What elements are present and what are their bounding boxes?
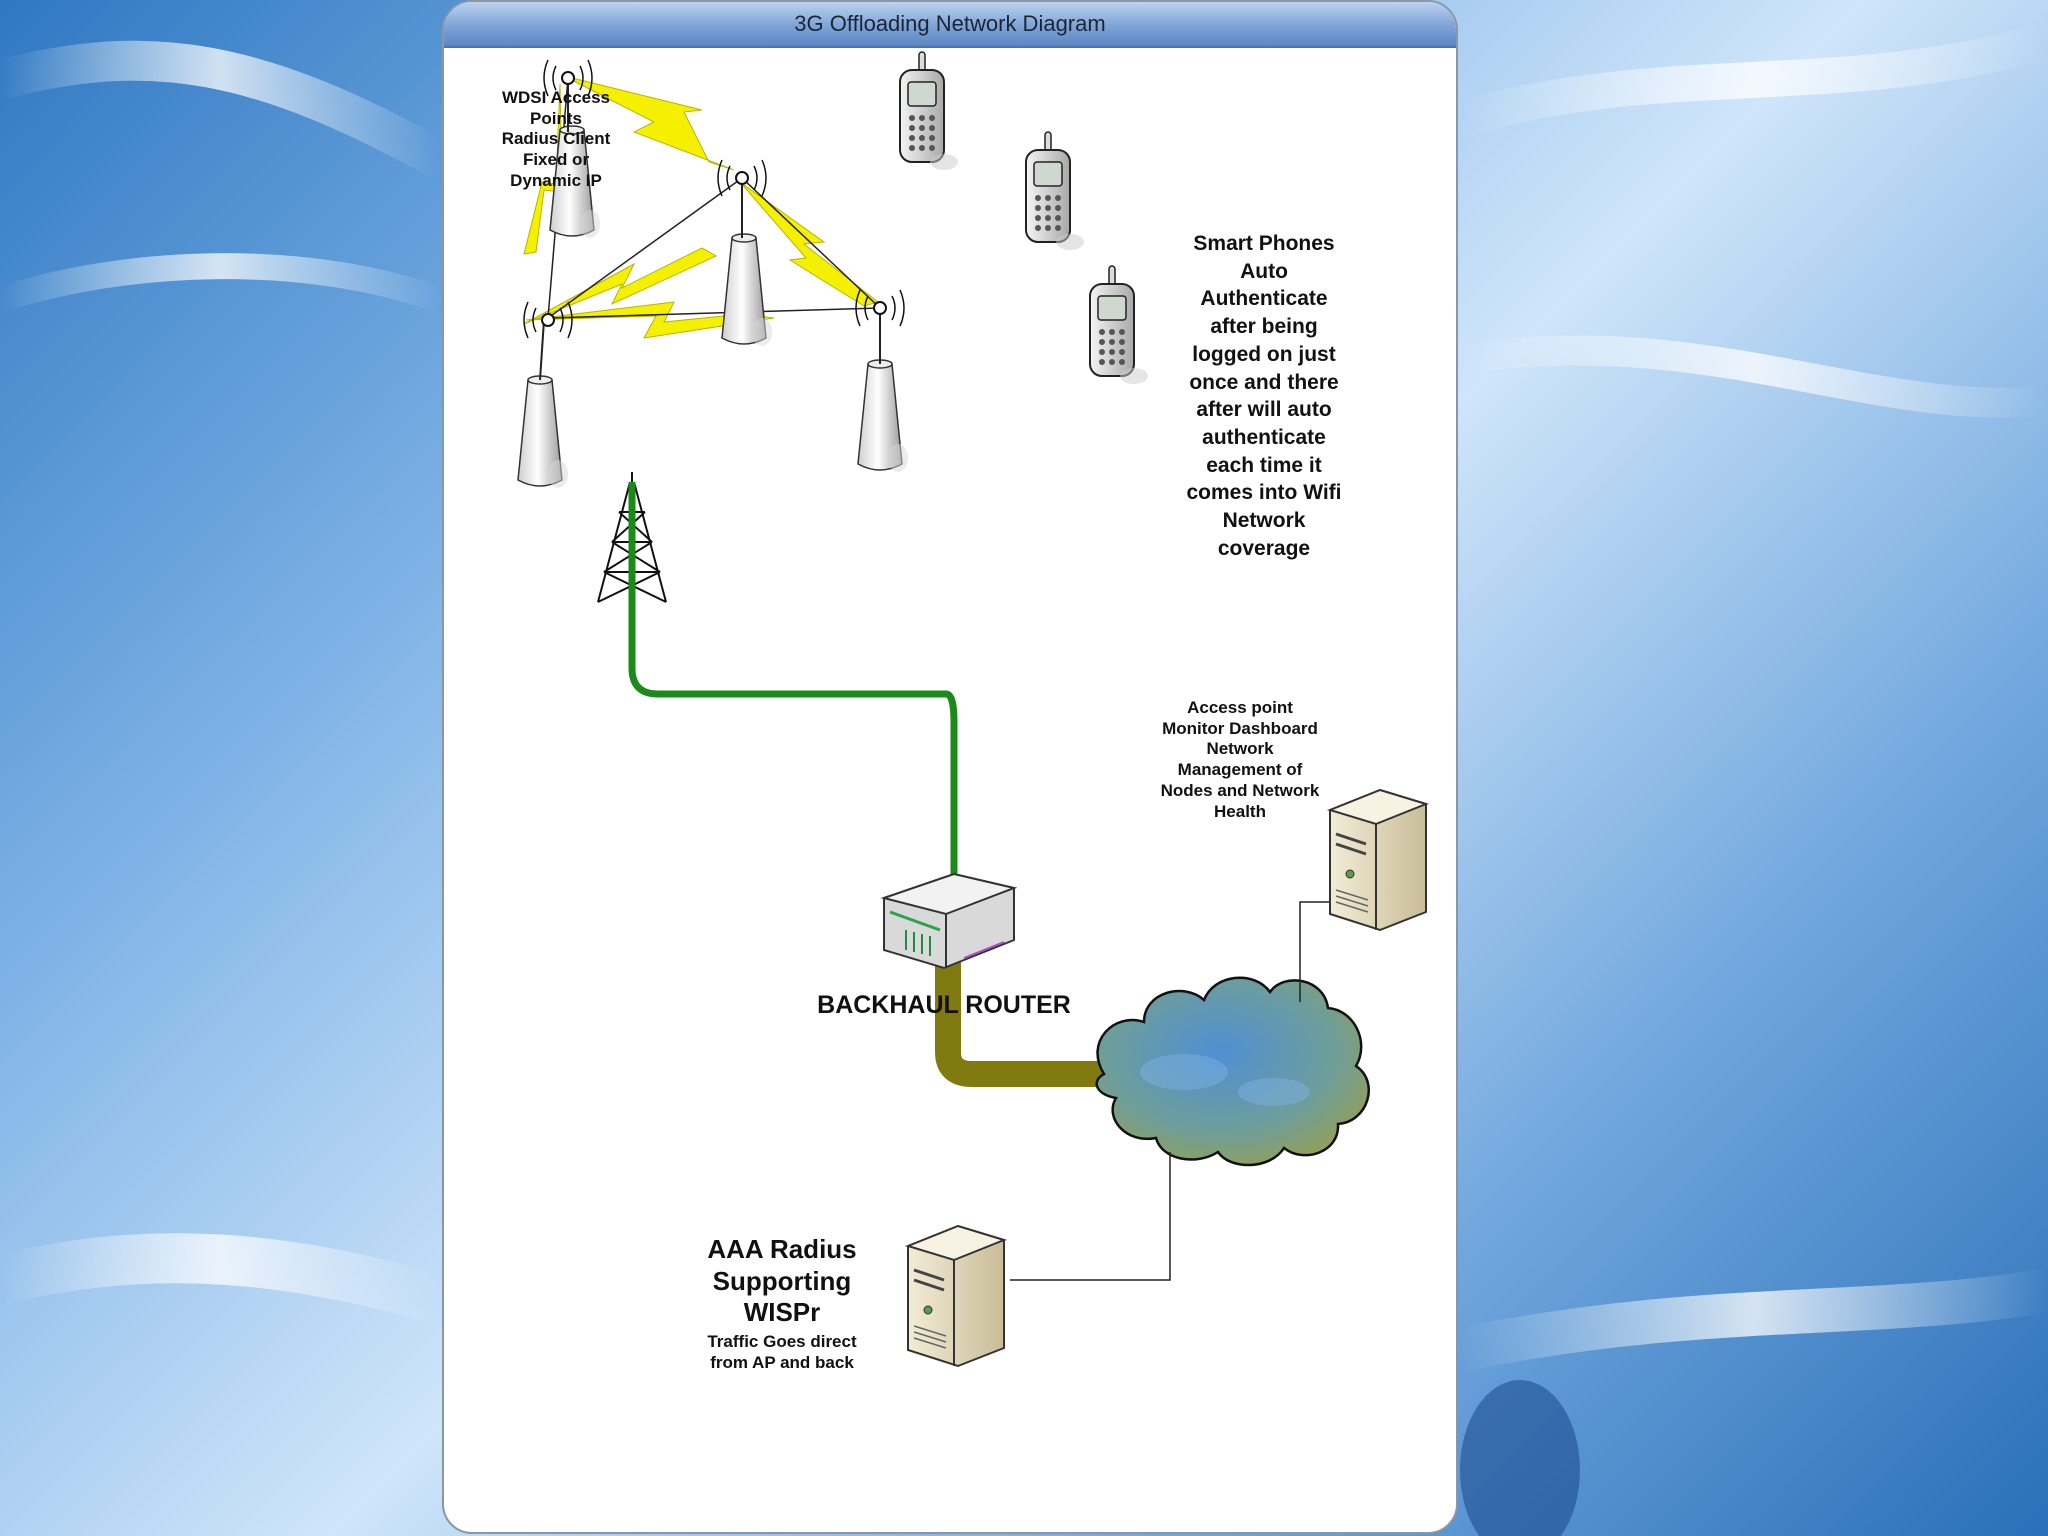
access-point-3 (517, 375, 569, 489)
access-point-2 (721, 233, 773, 347)
access-points-label: WDSI Access Points Radius Client Fixed o… (501, 88, 611, 190)
wireless-link (523, 247, 718, 325)
diagram-title: 3G Offloading Network Diagram (444, 2, 1456, 48)
smart-phones-label: Smart Phones Auto Authenticate after bei… (1186, 232, 1342, 560)
server-links (1010, 901, 1330, 1281)
smartphone-icon (1025, 131, 1085, 251)
diagram-panel: 3G Offloading Network Diagram (442, 0, 1458, 1534)
backhaul-link (935, 962, 1112, 1087)
network-diagram (517, 51, 1428, 1368)
internet-cloud-icon (1095, 976, 1371, 1167)
router-label: BACKHAUL ROUTER (817, 991, 1071, 1019)
wireless-link (563, 75, 735, 171)
fiber-link (628, 482, 958, 902)
smartphone-icon (899, 51, 959, 171)
aaa-radius-label: AAA Radius Supporting WISPr (707, 1234, 857, 1328)
aaa-note-label: Traffic Goes direct from AP and back (707, 1332, 857, 1372)
access-point-4 (857, 359, 909, 473)
smartphone-icon (1089, 265, 1149, 385)
router-icon (880, 872, 1018, 970)
monitor-dashboard-label: Access point Monitor Dashboard Network M… (1160, 698, 1320, 821)
aaa-server-icon (906, 1224, 1006, 1368)
wireless-link (739, 181, 880, 307)
